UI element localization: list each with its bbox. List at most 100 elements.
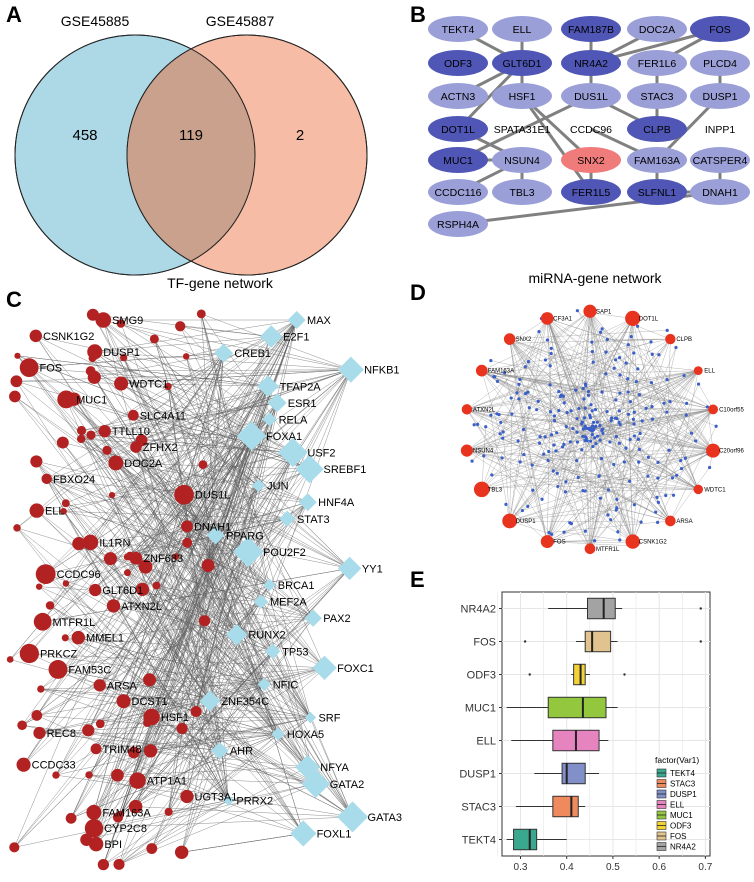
mirna-edge xyxy=(509,330,668,340)
mirna-node xyxy=(636,367,640,371)
mirna-node xyxy=(628,479,632,483)
mirna-node xyxy=(705,405,709,409)
mirna-edge xyxy=(481,370,537,410)
tf-edge xyxy=(89,774,316,784)
tf-gene-node xyxy=(90,743,102,755)
panel-label-e: E xyxy=(410,567,425,592)
mirna-edge xyxy=(672,450,714,478)
ppi-node-plcd4: PLCD4 xyxy=(690,50,750,76)
mirna-gene-node xyxy=(475,364,488,377)
mirna-node xyxy=(503,371,507,375)
tf-edge xyxy=(22,725,316,784)
mirna-edge xyxy=(509,434,552,522)
tf-edge xyxy=(63,511,304,834)
ppi-node-label: CCDC96 xyxy=(570,124,612,136)
tf-edge xyxy=(149,452,294,680)
tf-edge xyxy=(133,415,279,735)
mirna-edge xyxy=(502,438,671,522)
ppi-node-label: RSPH4A xyxy=(437,219,479,231)
mirna-gene-label: ELL xyxy=(704,369,715,375)
tf-gene-node xyxy=(128,799,143,814)
mirna-node xyxy=(510,412,514,416)
mirna-node xyxy=(501,436,505,440)
tf-gene-node xyxy=(111,768,124,782)
ppi-node-ellipse xyxy=(428,16,488,42)
mirna-node xyxy=(696,382,701,386)
tf-label: PPARG xyxy=(226,530,264,542)
mirna-node xyxy=(614,508,618,512)
mirna-node xyxy=(664,493,668,498)
mirna-edge xyxy=(608,370,699,491)
mirna-edge xyxy=(657,409,714,463)
mirna-gene-node xyxy=(460,444,473,457)
tf-edge xyxy=(23,435,252,765)
mirna-gene-node xyxy=(461,404,473,415)
legend-item-muc1: MUC1 xyxy=(656,810,693,820)
tf-gene-node xyxy=(57,390,76,409)
mirna-node xyxy=(546,458,550,463)
mirna-edge xyxy=(466,450,609,491)
tf-edge xyxy=(145,535,216,567)
mirna-gene-node xyxy=(665,333,676,345)
tf-gene-node xyxy=(175,321,186,332)
tf-edge xyxy=(65,583,220,751)
box-nr4a2 xyxy=(548,597,702,620)
tf-gene-label: MUC1 xyxy=(76,394,107,406)
ppi-node-tekt4: TEKT4 xyxy=(428,16,488,42)
mirna-node xyxy=(548,383,552,387)
ppi-node-label: FER1L5 xyxy=(572,187,611,199)
mirna-node xyxy=(632,351,636,355)
mirna-edge xyxy=(481,370,586,441)
mirna-node xyxy=(683,456,688,460)
mirna-edge xyxy=(547,313,593,542)
tf-edge xyxy=(86,369,352,840)
mirna-gene-node xyxy=(502,513,518,529)
ppi-node-dot1l: DOT1L xyxy=(428,116,488,142)
mirna-node xyxy=(530,463,534,467)
mirna-gene-label: FOS xyxy=(553,540,565,546)
mirna-node xyxy=(635,324,640,328)
tf-edge xyxy=(40,684,265,690)
tf-label: RUNX2 xyxy=(248,630,285,642)
tf-edge xyxy=(181,452,294,729)
tf-edge xyxy=(95,319,297,591)
mirna-node xyxy=(522,452,526,457)
outlier-point xyxy=(623,673,626,676)
mirna-node xyxy=(604,350,608,354)
tf-edge xyxy=(88,568,350,776)
tf-gene-label: FBXO24 xyxy=(53,474,95,486)
mirna-gene-label: DUSP1 xyxy=(516,519,537,525)
tf-gene-node xyxy=(10,375,23,388)
mirna-edge xyxy=(578,409,714,478)
mirna-edge xyxy=(523,454,633,542)
tf-edge xyxy=(195,319,297,712)
tf-edge xyxy=(66,399,220,751)
tf-edge xyxy=(104,369,351,432)
mirna-node xyxy=(516,439,520,443)
mirna-node xyxy=(470,459,474,463)
mirna-node xyxy=(583,424,587,428)
mirna-gene-label: FAM163A xyxy=(488,369,514,375)
tf-edge xyxy=(151,733,279,849)
box-muc1 xyxy=(506,696,618,719)
ppi-node-ellipse xyxy=(627,179,687,205)
tf-gene-node xyxy=(117,810,125,818)
mirna-edge xyxy=(509,407,530,521)
mirna-node xyxy=(538,435,542,439)
tf-node xyxy=(257,677,271,691)
tf-edge xyxy=(180,326,272,337)
mirna-edge xyxy=(481,370,609,516)
ppi-node-ellipse xyxy=(627,147,687,173)
tf-node xyxy=(262,412,277,427)
tf-gene-node xyxy=(152,581,161,590)
mirna-node xyxy=(609,416,614,420)
tf-edge xyxy=(65,637,316,784)
tf-gene-label: ATP1A1 xyxy=(147,776,187,788)
mirna-edge xyxy=(628,414,633,542)
tf-edge xyxy=(180,326,351,370)
mirna-edge xyxy=(509,339,524,430)
tf-node xyxy=(295,454,324,484)
mirna-node xyxy=(538,441,542,445)
mirna-node xyxy=(498,432,502,436)
